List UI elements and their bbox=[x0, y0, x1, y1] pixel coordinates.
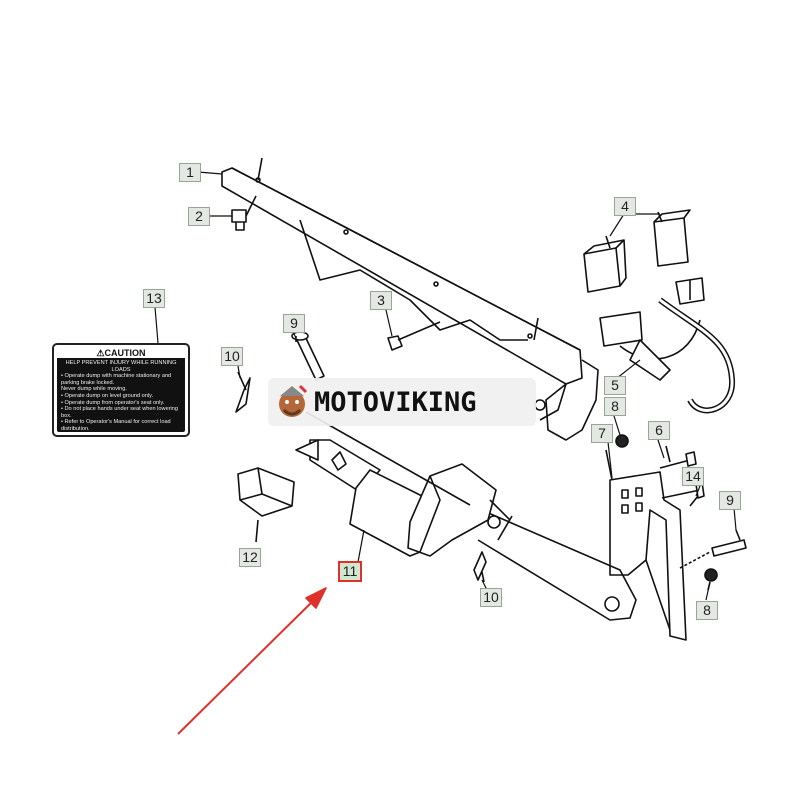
switch-12 bbox=[237, 467, 295, 543]
callout-6[interactable]: 6 bbox=[648, 421, 670, 440]
bolt-2 bbox=[231, 195, 257, 231]
callout-7[interactable]: 7 bbox=[591, 424, 613, 443]
callout-14[interactable]: 14 bbox=[682, 467, 704, 486]
callout-5[interactable]: 5 bbox=[604, 376, 626, 395]
callout-9-right[interactable]: 9 bbox=[719, 491, 741, 510]
callout-12[interactable]: 12 bbox=[239, 548, 261, 567]
caution-title: ⚠CAUTION bbox=[57, 348, 185, 358]
callout-10-left[interactable]: 10 bbox=[221, 347, 243, 366]
clip-10-left bbox=[235, 371, 251, 413]
linear-actuator bbox=[295, 411, 511, 557]
mount-bracket bbox=[605, 449, 687, 641]
highlight-arrow bbox=[177, 587, 327, 735]
callout-1[interactable]: 1 bbox=[179, 163, 201, 182]
pin-9-left bbox=[291, 331, 325, 381]
caution-line: • Do not place hands under seat when low… bbox=[61, 406, 179, 419]
callout-2[interactable]: 2 bbox=[188, 207, 210, 226]
callout-9-left[interactable]: 9 bbox=[283, 314, 305, 333]
nut-8-upper bbox=[615, 434, 629, 448]
callout-8-lower[interactable]: 8 bbox=[696, 601, 718, 620]
wiring-harness bbox=[599, 277, 736, 414]
caution-line: • Operate dump with machine stationary a… bbox=[61, 373, 172, 386]
caution-line: • Refer to Operator's Manual for correct… bbox=[61, 419, 171, 432]
clip-10-right bbox=[473, 551, 487, 583]
caution-line: • Operate dump on level ground only. bbox=[61, 392, 154, 399]
caution-line: Never dump while moving. bbox=[61, 386, 127, 393]
relay-left bbox=[583, 235, 627, 293]
callout-10-right[interactable]: 10 bbox=[480, 588, 502, 607]
callout-4[interactable]: 4 bbox=[614, 197, 636, 216]
callout-11-highlighted[interactable]: 11 bbox=[338, 561, 362, 582]
callout-8-upper[interactable]: 8 bbox=[604, 397, 626, 416]
callout-3[interactable]: 3 bbox=[370, 291, 392, 310]
brand-name: MOTOVIKING bbox=[314, 386, 477, 418]
bolt-3 bbox=[387, 321, 441, 351]
pin-9-right bbox=[679, 529, 747, 569]
callout-13[interactable]: 13 bbox=[143, 289, 165, 308]
caution-subtitle: HELP PREVENT INJURY WHILE RUNNING LOADS bbox=[65, 360, 177, 373]
viking-logo-icon bbox=[279, 384, 308, 417]
relay-right bbox=[653, 209, 691, 267]
frame-rail bbox=[221, 157, 599, 441]
caution-line: • Operate dump from operator's seat only… bbox=[61, 399, 165, 406]
caution-decal: ⚠CAUTION HELP PREVENT INJURY WHILE RUNNI… bbox=[52, 343, 190, 437]
bolt-6 bbox=[659, 445, 697, 469]
brand-watermark: MOTOVIKING bbox=[268, 378, 536, 426]
nut-8-lower bbox=[704, 568, 718, 591]
